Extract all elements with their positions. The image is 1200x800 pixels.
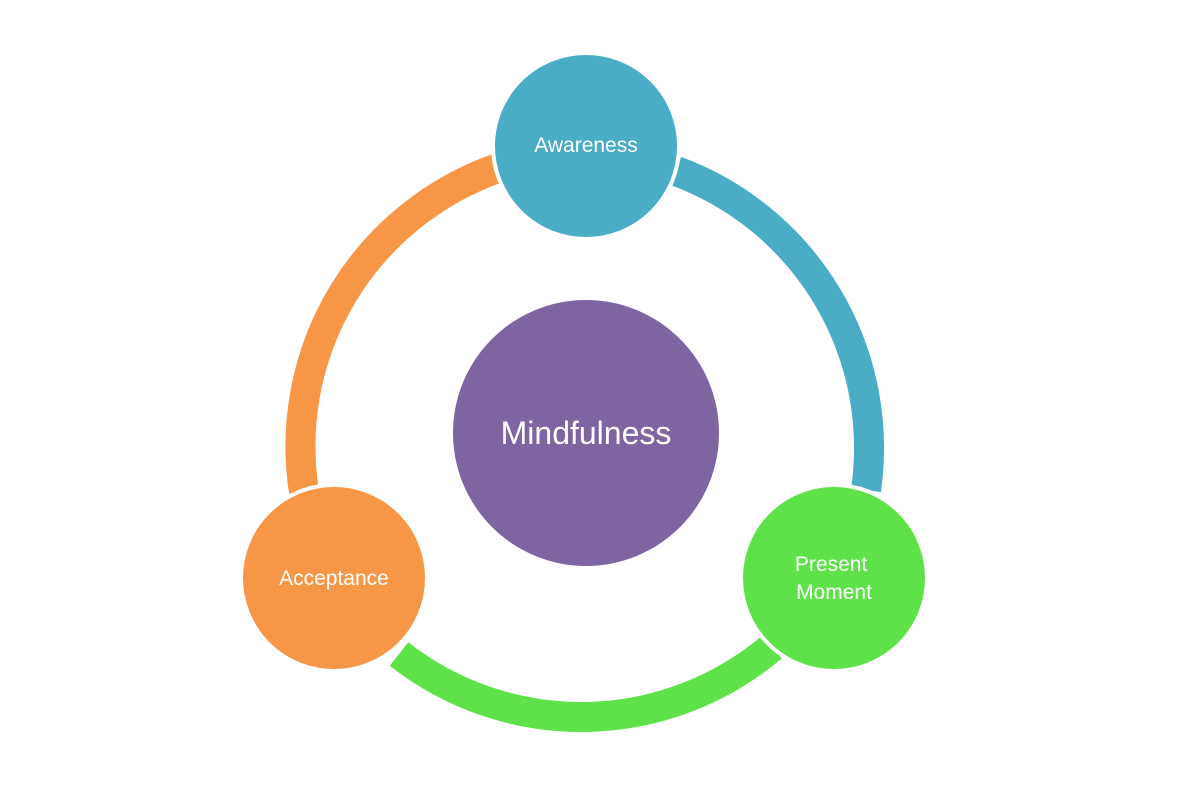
node-acceptance-label: Acceptance <box>279 567 389 590</box>
node-present-moment-circle <box>739 483 929 673</box>
connector-arc-present-moment-to-acceptance <box>389 635 782 732</box>
connector-arc-awareness-to-present-moment <box>670 156 885 493</box>
node-present-moment: Present Moment <box>739 483 929 673</box>
node-acceptance: Acceptance <box>239 483 429 673</box>
node-awareness-label: Awareness <box>534 134 638 157</box>
node-present-moment-label: Present Moment <box>795 553 873 604</box>
connector-arc-acceptance-to-awareness <box>285 153 503 495</box>
center-node-circle <box>453 300 719 566</box>
node-present-moment-label-line-1: Present <box>795 553 868 576</box>
node-acceptance-circle <box>239 483 429 673</box>
node-awareness: Awareness <box>491 51 681 241</box>
node-present-moment-label-line-2: Moment <box>796 581 872 604</box>
center-node-mindfulness: Mindfulness <box>453 300 719 566</box>
center-node-label: Mindfulness <box>501 415 672 451</box>
node-awareness-circle <box>491 51 681 241</box>
